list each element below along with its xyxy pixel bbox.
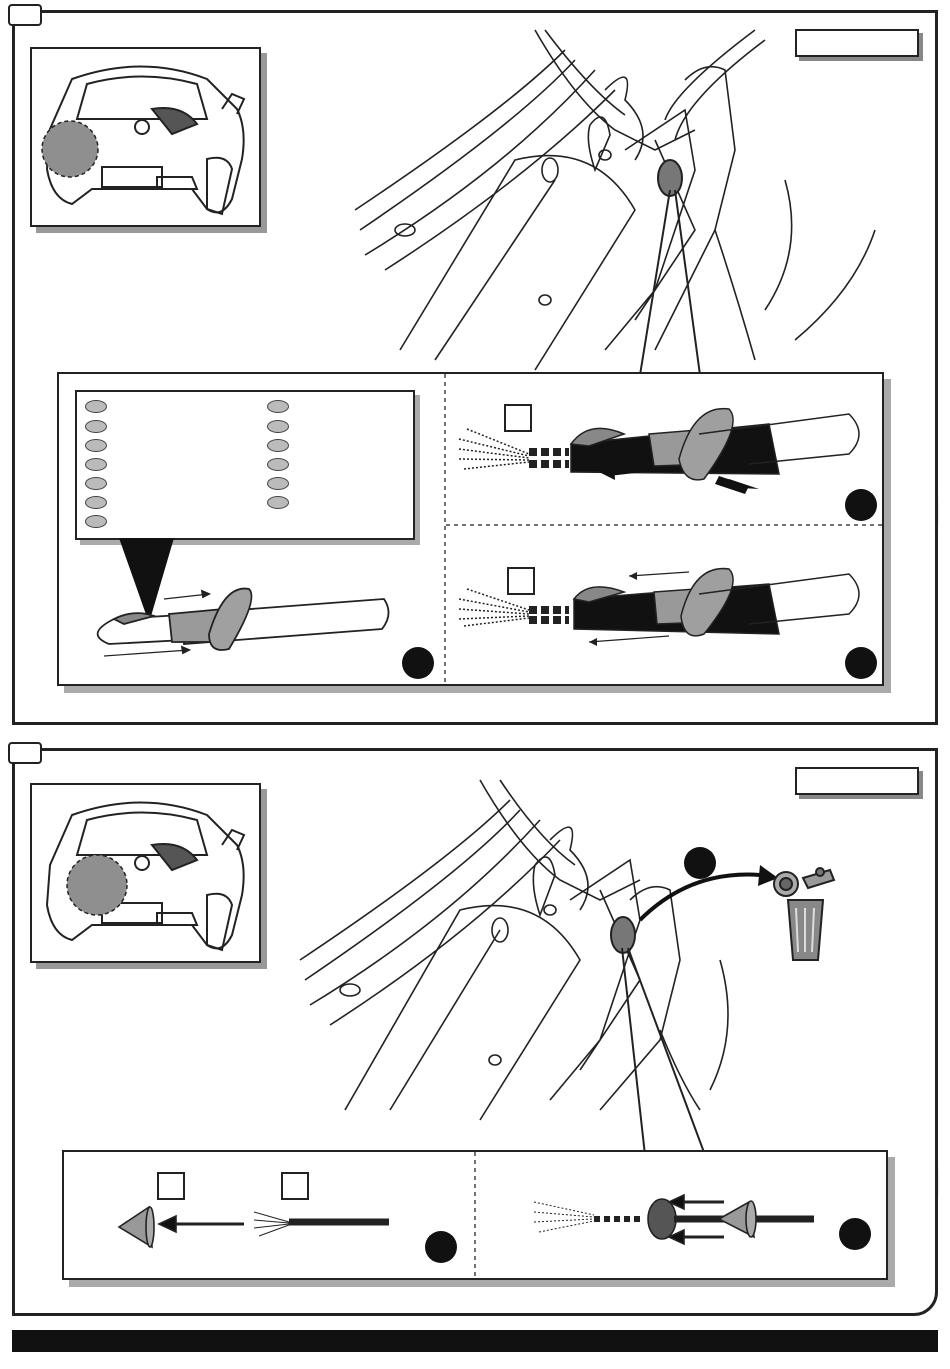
car-rear-icon — [32, 785, 263, 965]
legend-pill — [85, 400, 107, 413]
step-marker-dot — [839, 1218, 871, 1250]
legend-pill — [85, 477, 107, 490]
step-marker-dot — [845, 647, 877, 679]
step-2-tab — [8, 742, 42, 764]
grommet-removal-illustration — [114, 1192, 444, 1262]
step-marker-dot — [402, 647, 434, 679]
legend-pill — [267, 439, 289, 452]
step-1-detail-box — [57, 372, 884, 686]
step-marker-dot — [684, 847, 716, 879]
legend-pill — [267, 477, 289, 490]
step-marker-dot — [845, 489, 877, 521]
legend-pill — [85, 515, 107, 528]
step-1-car-thumbnail — [30, 47, 261, 227]
step-1-body-illustration — [355, 30, 915, 370]
step-marker-dot — [425, 1231, 457, 1263]
detail-divider-horizontal — [446, 524, 886, 526]
legend-pill — [85, 496, 107, 509]
legend-pill — [267, 496, 289, 509]
cable-pull-illustration-a — [449, 394, 889, 514]
legend-pill — [85, 420, 107, 433]
grommet-insert-illustration — [504, 1187, 874, 1257]
legend-pill — [267, 400, 289, 413]
car-rear-icon — [32, 49, 263, 229]
step-2-detail-box — [62, 1150, 888, 1280]
legend-pill — [85, 458, 107, 471]
detail-divider-vertical — [444, 374, 446, 684]
footer-bar — [12, 1330, 938, 1352]
trash-bin-icon — [768, 860, 838, 970]
legend-pill — [85, 439, 107, 452]
cable-pull-illustration-b — [449, 554, 889, 664]
legend-pill — [267, 458, 289, 471]
step-1-tab — [8, 4, 42, 26]
cable-grommet-illustration — [84, 574, 394, 684]
detail-divider-vertical — [474, 1152, 476, 1278]
cable-color-legend — [75, 390, 415, 540]
legend-pill — [267, 420, 289, 433]
step-2-car-thumbnail — [30, 783, 261, 963]
